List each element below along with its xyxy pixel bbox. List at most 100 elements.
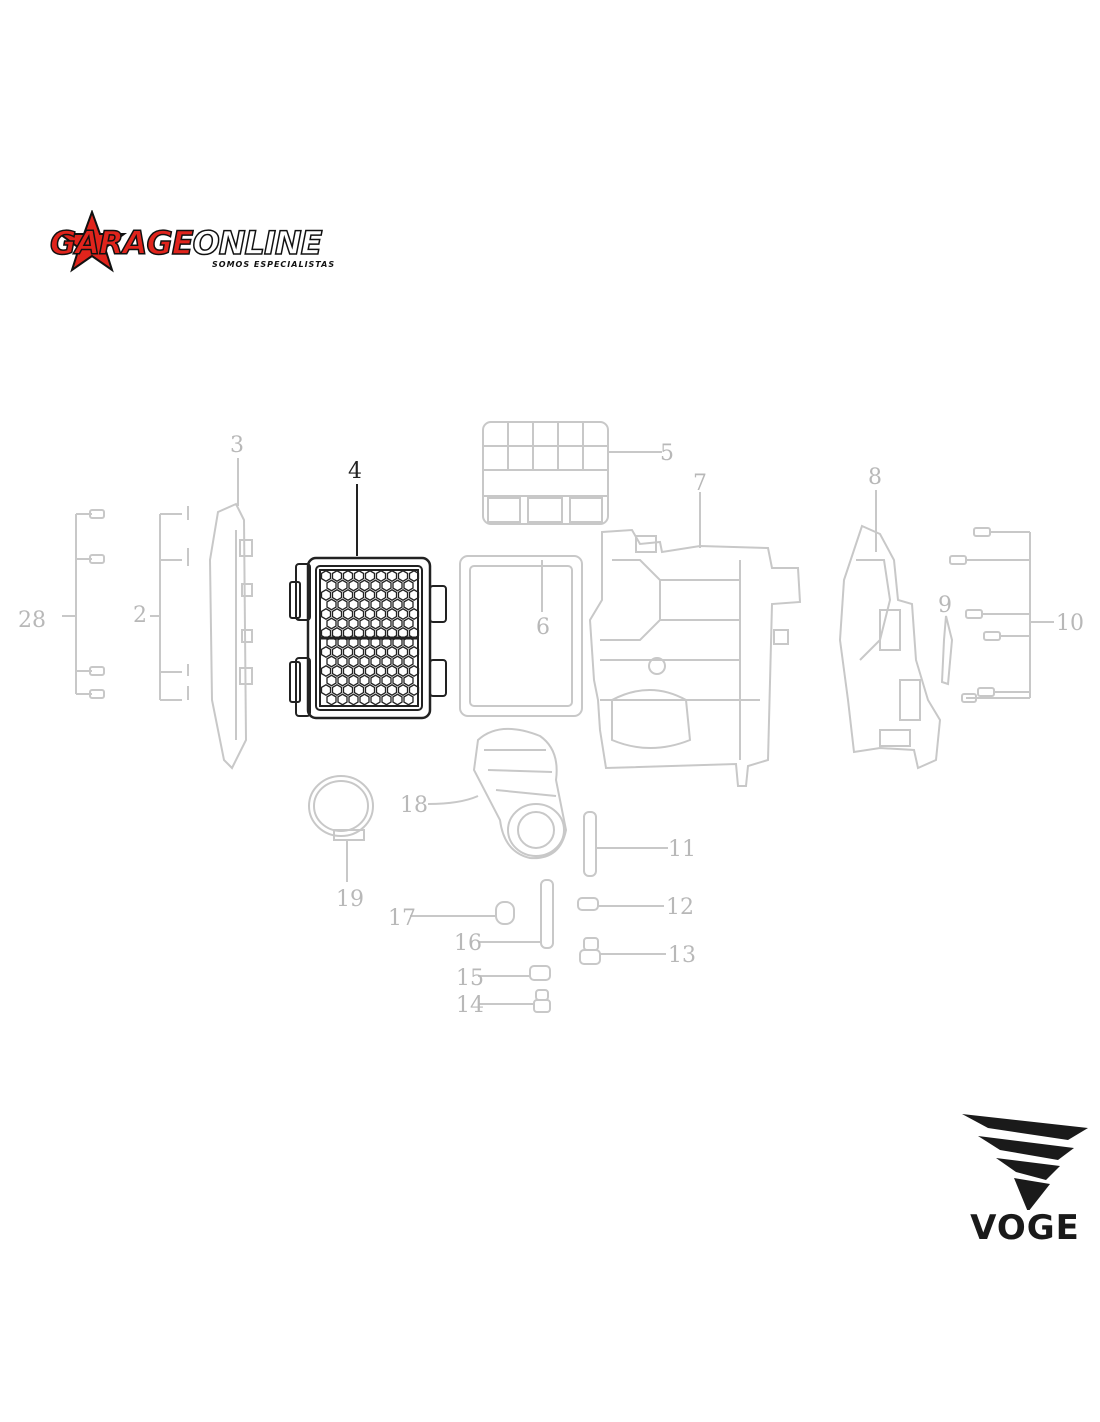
filter-mesh-cell bbox=[386, 570, 398, 582]
filter-mesh-cell bbox=[375, 646, 387, 658]
filter-mesh-cell bbox=[320, 589, 332, 601]
callout-14: 14 bbox=[456, 993, 484, 1018]
callout-18: 18 bbox=[400, 793, 428, 818]
filter-mesh-cell bbox=[348, 636, 359, 649]
filter-mesh-cell bbox=[381, 598, 392, 611]
part-13-grommet bbox=[579, 937, 666, 965]
filter-mesh-cell bbox=[331, 589, 343, 601]
filter-mesh-cell bbox=[359, 579, 370, 592]
filter-mesh-cell bbox=[359, 655, 370, 668]
callout-4: 4 bbox=[348, 459, 362, 484]
part-4-air-filter bbox=[289, 484, 447, 720]
filter-mesh-cell bbox=[359, 674, 370, 687]
filter-mesh-cell bbox=[359, 693, 370, 706]
part-19-clamp bbox=[308, 775, 374, 882]
filter-mesh-cell bbox=[353, 608, 365, 620]
filter-mesh-cell bbox=[337, 655, 348, 668]
filter-mesh-cell bbox=[331, 646, 343, 658]
filter-mesh-cell bbox=[375, 608, 387, 620]
filter-mesh-cell bbox=[320, 570, 332, 582]
filter-mesh-cell bbox=[348, 693, 359, 706]
filter-mesh-cell bbox=[342, 589, 354, 601]
callout-12: 12 bbox=[666, 895, 694, 920]
filter-mesh-cell bbox=[353, 646, 365, 658]
filter-mesh-cell bbox=[392, 674, 403, 687]
callout-19: 19 bbox=[336, 887, 364, 912]
callout-13: 13 bbox=[668, 943, 696, 968]
filter-mesh-cell bbox=[342, 646, 354, 658]
part-9-strip bbox=[940, 615, 954, 686]
filter-mesh-cell bbox=[392, 693, 403, 706]
filter-mesh-cell bbox=[348, 674, 359, 687]
filter-mesh-cell bbox=[397, 589, 409, 601]
filter-mesh-cell bbox=[397, 646, 409, 658]
part-5-element bbox=[482, 421, 662, 525]
garage-online-logo: GARAGEONLINE SOMOS ESPECIALISTAS bbox=[49, 210, 370, 276]
filter-mesh-cell bbox=[326, 655, 337, 668]
part-15-clip bbox=[478, 965, 551, 981]
filter-mesh-cell bbox=[386, 646, 398, 658]
part-3-cover bbox=[208, 458, 253, 770]
filter-mesh-cell bbox=[386, 589, 398, 601]
garage-tagline: SOMOS ESPECIALISTAS bbox=[212, 260, 336, 269]
filter-mesh-cell bbox=[408, 589, 420, 601]
part-7-airbox bbox=[588, 492, 802, 787]
filter-mesh-cell bbox=[386, 665, 398, 677]
filter-mesh-cell bbox=[353, 570, 365, 582]
filter-mesh-cell bbox=[342, 627, 354, 639]
part-18-intake-boot bbox=[427, 727, 568, 860]
filter-mesh-cell bbox=[392, 617, 403, 630]
star-icon bbox=[56, 210, 128, 273]
voge-logo: VOGE bbox=[958, 1110, 1092, 1250]
filter-mesh-cell bbox=[397, 627, 409, 639]
filter-mesh-cell bbox=[386, 608, 398, 620]
filter-mesh-cell bbox=[408, 627, 420, 639]
filter-mesh-cell bbox=[326, 617, 337, 630]
filter-mesh-cell bbox=[397, 608, 409, 620]
part-8-side-cover bbox=[838, 490, 942, 770]
filter-mesh-cell bbox=[364, 570, 376, 582]
filter-mesh-cell bbox=[386, 684, 398, 696]
filter-mesh-cell bbox=[320, 627, 332, 639]
callout-16: 16 bbox=[454, 931, 482, 956]
filter-mesh-cell bbox=[359, 617, 370, 630]
filter-mesh-cell bbox=[364, 665, 376, 677]
filter-mesh-cell bbox=[403, 655, 414, 668]
filter-mesh-cell bbox=[342, 570, 354, 582]
filter-mesh-cell bbox=[364, 684, 376, 696]
filter-mesh-cell bbox=[403, 674, 414, 687]
filter-mesh-cell bbox=[381, 617, 392, 630]
part-2-bracket bbox=[150, 506, 189, 701]
filter-mesh-cell bbox=[326, 636, 337, 649]
filter-mesh-cell bbox=[403, 617, 414, 630]
filter-mesh-cell bbox=[375, 684, 387, 696]
filter-mesh-cell bbox=[337, 598, 348, 611]
part-16-pin bbox=[478, 879, 554, 949]
callout-2: 2 bbox=[133, 603, 147, 628]
filter-mesh-cell bbox=[331, 627, 343, 639]
part-6-gasket bbox=[459, 555, 583, 717]
filter-mesh-cell bbox=[375, 665, 387, 677]
filter-mesh-cell bbox=[381, 579, 392, 592]
filter-mesh-cell bbox=[397, 684, 409, 696]
filter-mesh-cell bbox=[408, 665, 420, 677]
filter-mesh-cell bbox=[403, 693, 414, 706]
filter-mesh-cell bbox=[370, 674, 381, 687]
filter-mesh-cell bbox=[326, 674, 337, 687]
filter-mesh-cell bbox=[364, 608, 376, 620]
part-14-grommet bbox=[478, 989, 551, 1013]
part-10-screws bbox=[949, 527, 1054, 703]
filter-mesh-cell bbox=[331, 684, 343, 696]
filter-mesh-cell bbox=[326, 693, 337, 706]
filter-mesh-cell bbox=[381, 674, 392, 687]
callout-6: 6 bbox=[536, 615, 550, 640]
filter-mesh-cell bbox=[348, 655, 359, 668]
filter-mesh-cell bbox=[337, 579, 348, 592]
filter-mesh-cell bbox=[403, 598, 414, 611]
callout-11: 11 bbox=[668, 837, 696, 862]
voge-wordmark: VOGE bbox=[970, 1208, 1080, 1248]
part-28-screws bbox=[62, 509, 105, 699]
filter-mesh-cell bbox=[375, 627, 387, 639]
filter-mesh-cell bbox=[331, 608, 343, 620]
